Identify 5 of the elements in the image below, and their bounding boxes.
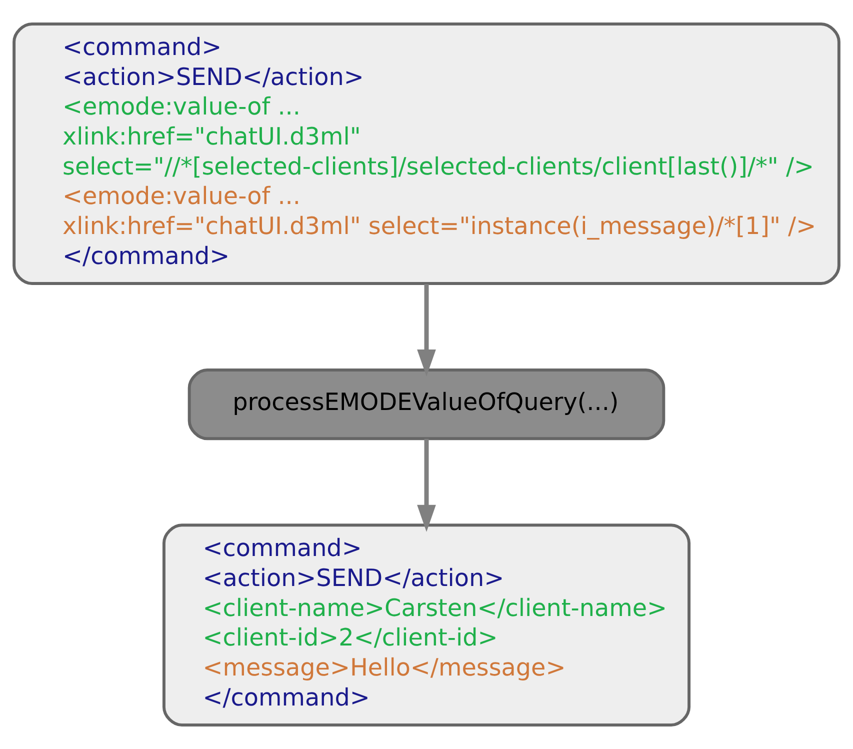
node-box: <command> <action>SEND</action> <emode:value-of ... xlink:href="chatUI.d3ml" select="//*[selected-clients]/selected-clients/client[last()]/*" /> <emode:value-of ... xlink:href="chatUI.d3ml" select="instance(i_message)/*[1]" /> </command> [12, 22, 840, 285]
arrow [417, 438, 436, 532]
arrow [417, 284, 436, 376]
node-box: <command> <action>SEND</action> <client-name>Carsten</client-name> <client-id>2</client-id> <message>Hello</message> </command> [162, 524, 691, 727]
node-box: processEMODEValueOfQuery(...) [188, 368, 666, 440]
